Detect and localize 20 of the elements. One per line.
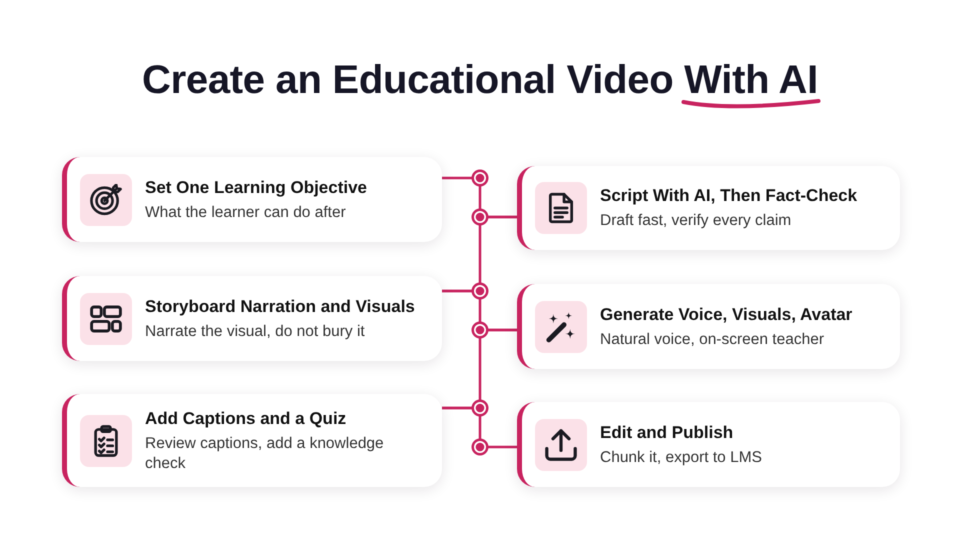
connector-line bbox=[442, 406, 517, 448]
step-card bbox=[62, 394, 442, 487]
step-card bbox=[62, 276, 442, 361]
step-title: Set One Learning Objective bbox=[145, 176, 368, 198]
step-description: Draft fast, verify every claim bbox=[600, 211, 792, 231]
step-card bbox=[517, 284, 900, 369]
step-description: Natural voice, on-screen teacher bbox=[600, 330, 826, 350]
step-title: Storyboard Narration and Visuals bbox=[145, 296, 415, 318]
step-title: Edit and Publish bbox=[600, 422, 734, 444]
step-card bbox=[62, 157, 442, 242]
step-description: What the learner can do after bbox=[145, 202, 347, 222]
step-card bbox=[517, 166, 900, 250]
title: Create an Educational Video With AI bbox=[141, 57, 819, 104]
step-title: Generate Voice, Visuals, Avatar bbox=[600, 304, 852, 326]
step-title: Script With AI, Then Fact-Check bbox=[600, 185, 858, 207]
step-card bbox=[517, 402, 900, 487]
step-description: Review captions, add a knowledge check bbox=[145, 434, 385, 474]
step-title: Add Captions and a Quiz bbox=[145, 408, 348, 430]
step-description: Narrate the visual, do not bury it bbox=[145, 322, 366, 342]
step-description: Chunk it, export to LMS bbox=[600, 448, 762, 468]
